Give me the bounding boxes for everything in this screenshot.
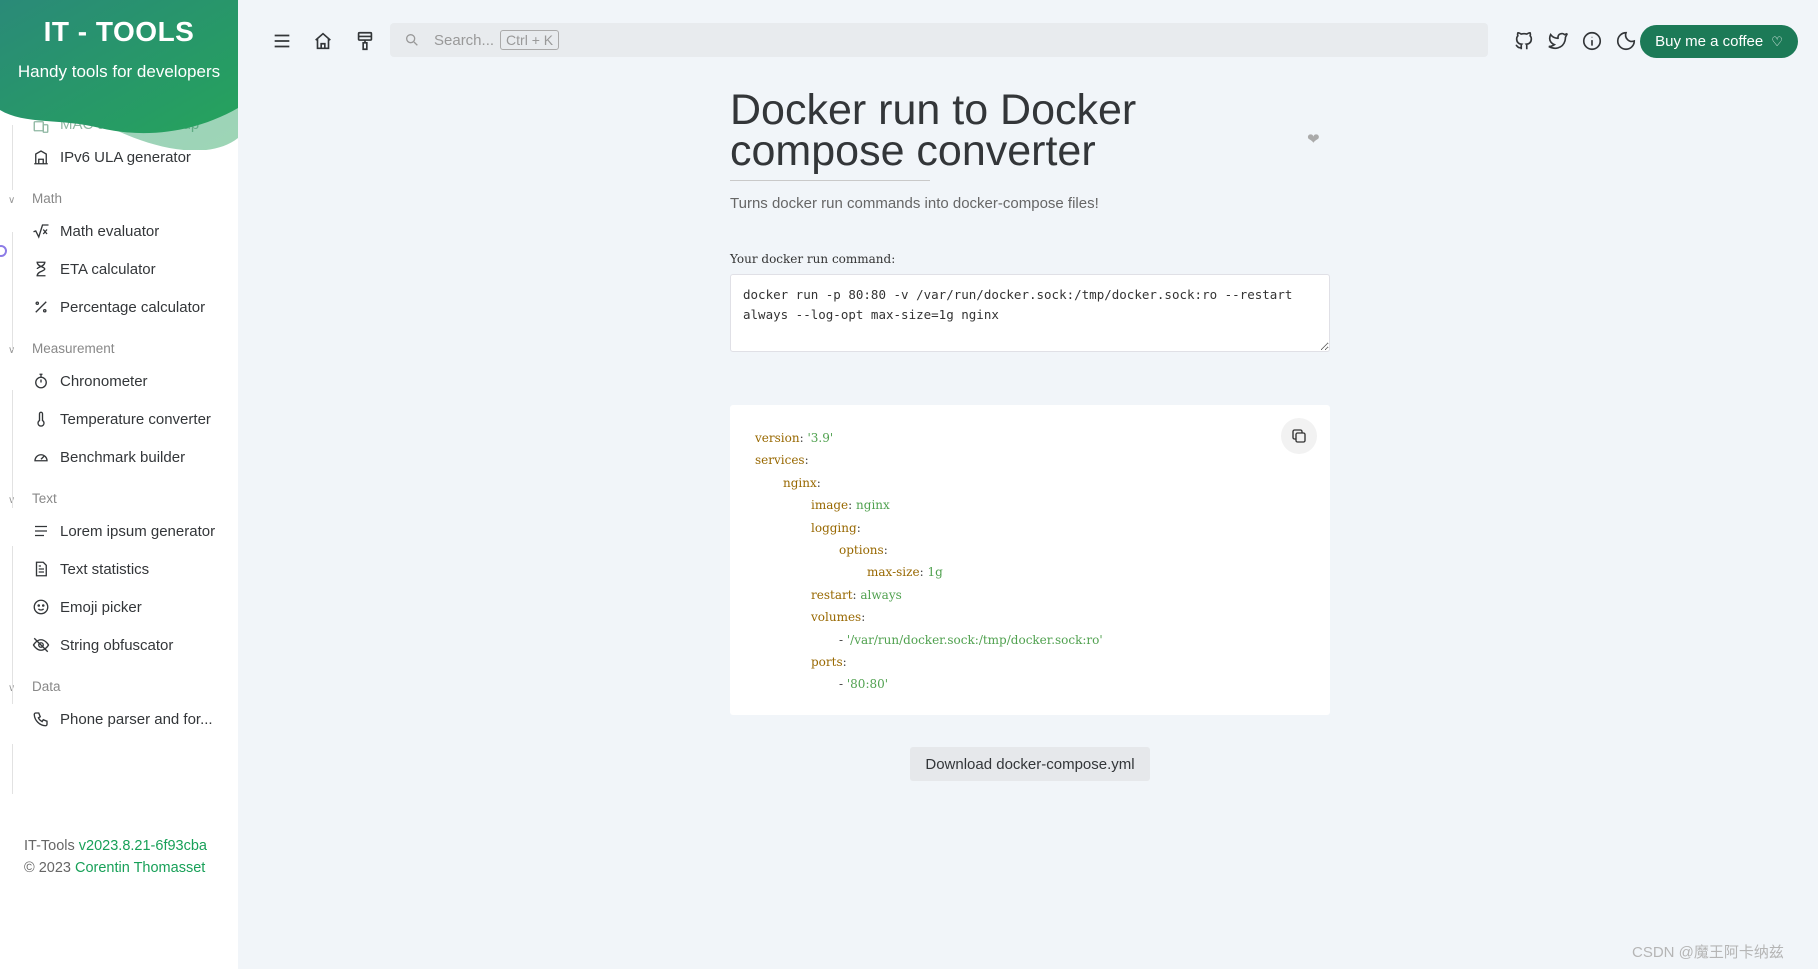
chevron-down-icon: ∨ <box>8 345 16 356</box>
sidebar-item-label: Benchmark builder <box>60 448 186 466</box>
align-left-icon <box>30 520 52 542</box>
favorite-heart-icon[interactable]: ❤ <box>1307 131 1320 148</box>
search-icon <box>406 34 418 46</box>
group-bar <box>12 546 13 704</box>
github-icon[interactable] <box>1510 27 1538 55</box>
thermometer-icon <box>30 408 52 430</box>
sidebar-item-label: Math evaluator <box>60 222 160 240</box>
yaml-line: nginx: <box>783 475 821 490</box>
sidebar-item-temperature-converter[interactable]: Temperature converter <box>0 400 238 438</box>
group-header-measurement[interactable]: ∨Measurement <box>8 341 115 356</box>
download-compose-button[interactable]: Download docker-compose.yml <box>910 747 1150 781</box>
phone-icon <box>30 708 52 730</box>
yaml-line: - '/var/run/docker.sock:/tmp/docker.sock… <box>839 632 1103 647</box>
info-icon[interactable] <box>1578 27 1606 55</box>
sidebar-item-label: Phone parser and for... <box>60 710 213 728</box>
group-header-data[interactable]: ∨Data <box>0 664 238 700</box>
input-label: Your docker run command: <box>730 252 896 266</box>
sidebar: MAC address lookup IPv6 ULA generator ∨M… <box>0 0 238 969</box>
speedometer-icon <box>30 446 52 468</box>
collapse-handle[interactable] <box>0 245 7 257</box>
docker-run-input[interactable] <box>730 274 1330 352</box>
sidebar-item-label: String obfuscator <box>60 636 174 654</box>
chevron-down-icon: ∨ <box>8 495 22 506</box>
stopwatch-icon <box>30 370 52 392</box>
brush-icon[interactable] <box>351 27 379 55</box>
sidebar-item-benchmark-builder[interactable]: Benchmark builder <box>0 438 238 476</box>
brand-title: IT - TOOLS <box>43 16 195 47</box>
sidebar-item-string-obfuscator[interactable]: String obfuscator <box>0 626 238 664</box>
sidebar-item-ipv6-ula-generator[interactable]: IPv6 ULA generator <box>0 138 238 176</box>
yaml-line: volumes: <box>811 610 866 625</box>
search-bar[interactable]: Search... Ctrl + K <box>390 23 1488 57</box>
author-link[interactable]: Corentin Thomasset <box>75 860 206 876</box>
chevron-down-icon: ∨ <box>8 195 16 206</box>
sidebar-footer: IT-Tools v2023.8.21-6f93cba © 2023 Coren… <box>24 838 207 876</box>
home-icon[interactable] <box>309 27 337 55</box>
compose-output: version: '3.9' services: nginx: image: ngin… <box>730 405 1330 715</box>
hourglass-icon <box>30 258 52 280</box>
sidebar-item-label: Emoji picker <box>60 598 142 616</box>
yaml-line: image: nginx <box>811 498 890 513</box>
group-bar <box>12 390 13 508</box>
sidebar-item-eta-calculator[interactable]: ETA calculator <box>0 250 238 288</box>
sidebar-item-percentage-calculator[interactable]: Percentage calculator <box>0 288 238 326</box>
brand-subtitle: Handy tools for developers <box>17 62 221 81</box>
sidebar-item-lorem-ipsum-generator[interactable]: Lorem ipsum generator <box>0 512 238 550</box>
yaml-line: restart: always <box>811 587 902 602</box>
eye-off-icon <box>30 634 52 656</box>
search-placeholder: Search... <box>434 31 495 49</box>
percent-icon <box>30 296 52 318</box>
sidebar-item-label: Lorem ipsum generator <box>60 522 216 540</box>
buy-me-a-coffee-button[interactable]: Buy me a coffee ♡ <box>1640 25 1798 58</box>
sidebar-item-phone-parser[interactable]: Phone parser and for... <box>0 700 238 738</box>
sidebar-nav: MAC address lookup IPv6 ULA generator ∨M… <box>0 116 238 738</box>
brand-wave-background <box>0 0 238 150</box>
yaml-line: ports: <box>811 654 847 669</box>
sidebar-item-chronometer[interactable]: Chronometer <box>0 362 238 400</box>
yaml-line: - '80:80' <box>839 677 889 692</box>
group-header-text[interactable]: ∨Text <box>0 476 238 512</box>
yaml-code: version: '3.9' services: nginx: image: ngin… <box>755 427 1305 696</box>
yaml-line: options: <box>839 542 888 557</box>
yaml-line: max-size: 1g <box>867 565 943 580</box>
copy-icon <box>1292 429 1306 443</box>
sidebar-item-label: Chronometer <box>60 372 148 390</box>
menu-icon[interactable] <box>268 27 296 55</box>
page-subtitle: Turns docker run commands into docker-co… <box>730 195 1099 212</box>
yaml-line: services: <box>755 453 809 468</box>
group-bar <box>12 232 13 350</box>
sidebar-item-label: Text statistics <box>60 560 150 578</box>
page-title: Docker run to Docker compose converter <box>730 86 1137 175</box>
twitter-icon[interactable] <box>1544 27 1572 55</box>
mood-smile-icon <box>30 596 52 618</box>
watermark: CSDN @魔王阿卡纳兹 <box>1632 944 1784 961</box>
search-shortcut: Ctrl + K <box>500 30 560 50</box>
devices-icon <box>30 116 52 138</box>
tool-panel: Docker run to Docker compose converter ❤… <box>730 86 1330 781</box>
sidebar-item-math-evaluator[interactable]: Math evaluator <box>0 212 238 250</box>
yaml-line: logging: <box>811 520 861 535</box>
group-bar <box>12 744 13 794</box>
group-bar <box>12 125 13 190</box>
topbar: Search... Ctrl + K Buy me a coffee ♡ <box>238 0 1818 80</box>
version-link[interactable]: v2023.8.21-6f93cba <box>78 838 207 854</box>
moon-icon[interactable] <box>1612 27 1640 55</box>
yaml-line: version: '3.9' <box>755 431 834 445</box>
sqrt-icon <box>30 220 52 242</box>
file-text-icon <box>30 558 52 580</box>
copy-button[interactable] <box>1281 418 1317 454</box>
chevron-down-icon: ∨ <box>8 683 22 694</box>
sidebar-item-label: Percentage calculator <box>60 298 206 316</box>
sidebar-item-label: IPv6 ULA generator <box>60 148 191 166</box>
building-icon <box>30 146 52 168</box>
brand-header[interactable]: IT - TOOLS Handy tools for developers <box>0 0 238 150</box>
group-header-math[interactable]: ∨Math <box>8 191 63 206</box>
sidebar-item-label: Temperature converter <box>60 410 211 428</box>
sidebar-item-emoji-picker[interactable]: Emoji picker <box>0 588 238 626</box>
title-divider <box>730 180 930 181</box>
sidebar-item-label: ETA calculator <box>60 260 156 278</box>
heart-icon: ♡ <box>1771 33 1783 49</box>
sidebar-item-text-statistics[interactable]: Text statistics <box>0 550 238 588</box>
